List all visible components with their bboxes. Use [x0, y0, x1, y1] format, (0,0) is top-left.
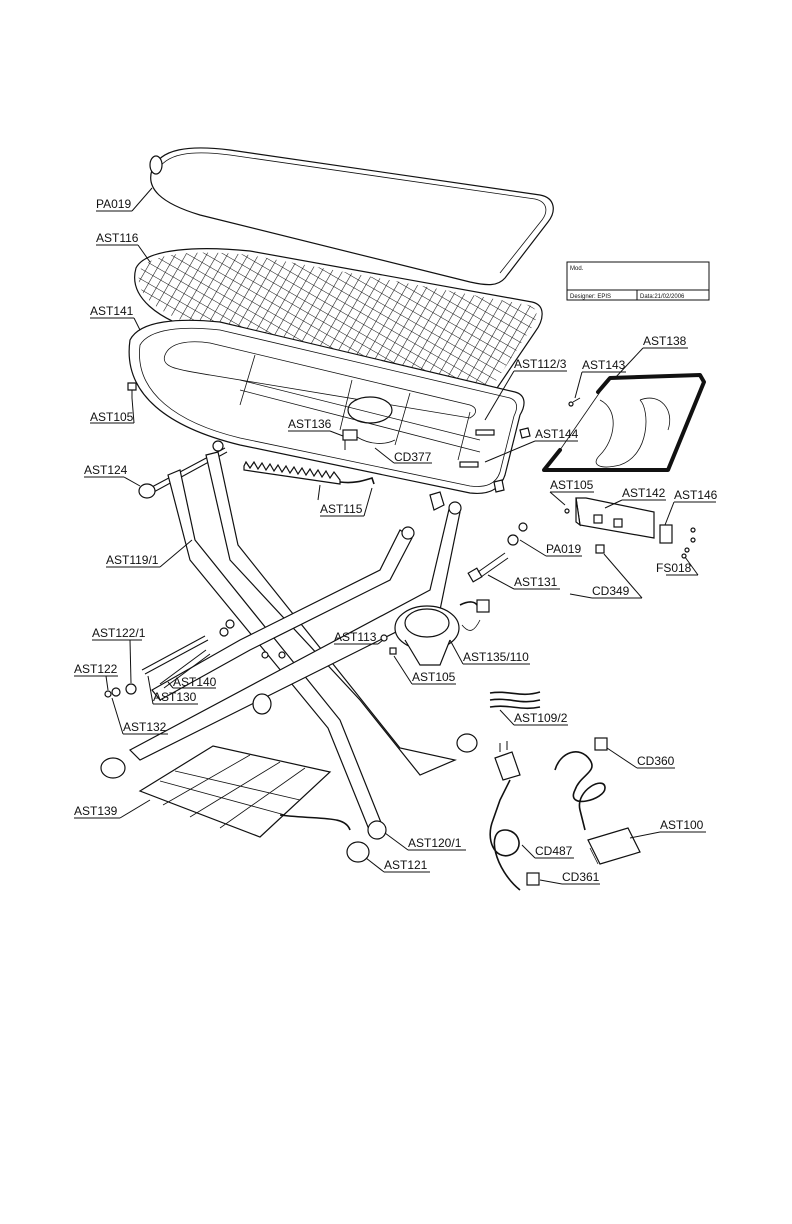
label-ast141: AST141	[90, 304, 134, 318]
wire-rack-ast139-drawing	[140, 746, 350, 837]
label-ast119-1: AST119/1	[106, 553, 159, 567]
label-ast132: AST132	[123, 720, 167, 734]
label-ast140: AST140	[173, 675, 217, 689]
screw-ast105-drawing	[128, 383, 136, 398]
title-block-date: Data:21/02/2006	[640, 294, 685, 300]
label-cd349: CD349	[592, 584, 630, 598]
label-cd360: CD360	[637, 754, 675, 768]
label-cd487: CD487	[535, 844, 573, 858]
label-ast136: AST136	[288, 417, 332, 431]
title-block-designer: Designer: EPIS	[570, 294, 611, 300]
label-ast138: AST138	[643, 334, 687, 348]
label-cd377: CD377	[394, 450, 432, 464]
power-cord-cd487-drawing	[490, 741, 539, 890]
label-ast139: AST139	[74, 804, 118, 818]
label-ast122: AST122	[74, 662, 118, 676]
label-ast131: AST131	[514, 575, 558, 589]
label-ast142: AST142	[622, 486, 666, 500]
label-ast144: AST144	[535, 427, 579, 441]
label-pa019-mid: PA019	[546, 542, 581, 556]
label-ast146: AST146	[674, 488, 718, 502]
label-ast109-2: AST109/2	[514, 711, 568, 725]
control-box-ast142-drawing	[565, 498, 695, 558]
label-ast105-box: AST105	[550, 478, 594, 492]
title-block: Mod. Designer: EPIS Data:21/02/2006	[567, 262, 709, 300]
label-ast112-3: AST112/3	[514, 357, 567, 371]
label-pa019-top: PA019	[96, 197, 131, 211]
wires-ast109-drawing	[490, 692, 540, 708]
label-cd361: CD361	[562, 870, 600, 884]
label-ast120-1: AST120/1	[408, 836, 462, 850]
label-ast122-1: AST122/1	[92, 626, 146, 640]
label-ast135-110: AST135/110	[463, 650, 529, 664]
bolt-ast131-drawing	[468, 523, 527, 582]
label-ast113: AST113	[334, 630, 377, 644]
label-ast105-fan: AST105	[412, 670, 456, 684]
label-ast124: AST124	[84, 463, 128, 477]
label-ast115: AST115	[320, 502, 363, 516]
label-ast143: AST143	[582, 358, 626, 372]
title-block-mod: Mod.	[570, 266, 584, 272]
label-fs018: FS018	[656, 561, 692, 575]
label-ast130: AST130	[153, 690, 197, 704]
label-ast105-left: AST105	[90, 410, 134, 424]
label-ast121: AST121	[384, 858, 428, 872]
heating-element-ast138-drawing	[544, 375, 704, 470]
label-ast116: AST116	[96, 231, 139, 245]
label-ast100: AST100	[660, 818, 704, 832]
